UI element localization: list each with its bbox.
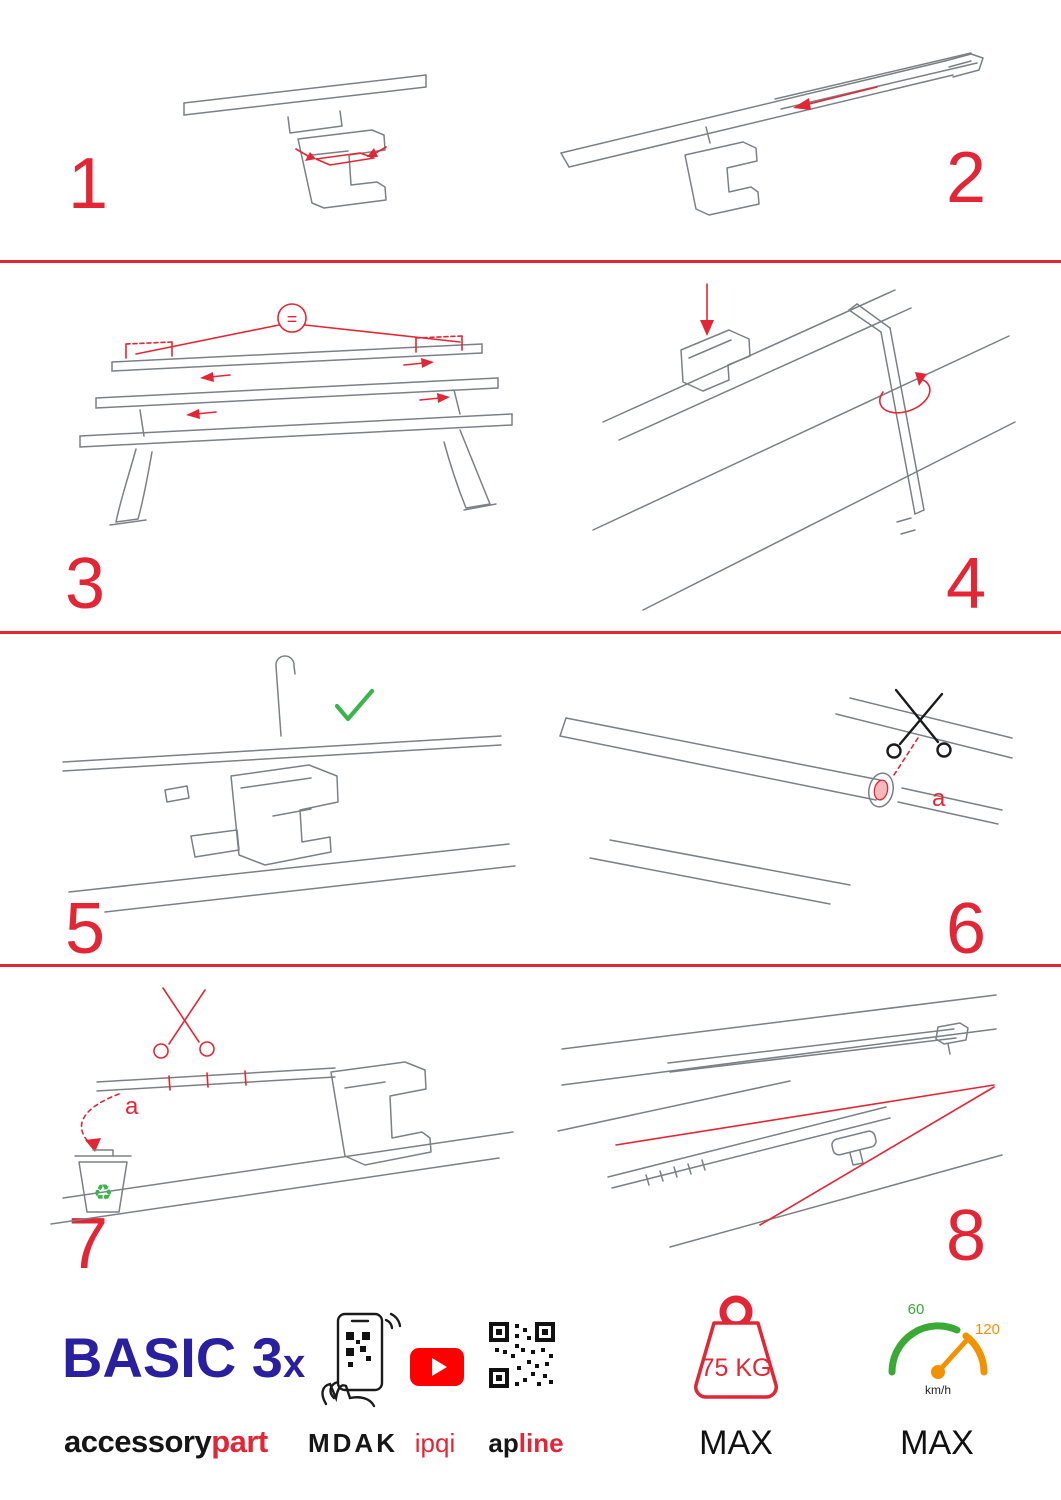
equal-badge xyxy=(277,303,307,333)
brand-subtitle: accessorypart xyxy=(64,1424,268,1460)
apline-red: line xyxy=(518,1428,564,1458)
recycle-icon: ♻ xyxy=(93,1180,113,1205)
t-bolt xyxy=(831,1130,877,1166)
step-number-3: 3 xyxy=(65,544,106,624)
step3-illustration: = xyxy=(79,303,513,526)
trash-icon xyxy=(74,1149,132,1213)
speedometer-panel: 60 120 km/h xyxy=(876,1292,1000,1410)
step-number-8: 8 xyxy=(946,1196,987,1276)
section-divider xyxy=(0,260,1061,263)
step7-panel: a ♻ xyxy=(35,980,535,1250)
youtube-icon xyxy=(410,1348,464,1386)
brand-title-suffix: x xyxy=(282,1342,306,1386)
qr-panel xyxy=(487,1320,557,1390)
step-number-1: 1 xyxy=(68,144,109,224)
step1-panel xyxy=(170,55,440,235)
step5-illustration xyxy=(62,655,516,913)
qr-code-icon xyxy=(489,1322,555,1388)
step8-panel xyxy=(550,985,1010,1255)
step5-panel xyxy=(45,640,525,920)
scissors-icon xyxy=(886,688,952,759)
check-icon xyxy=(334,688,375,722)
step8-illustration xyxy=(557,994,1003,1248)
cut-label: a xyxy=(125,1093,139,1120)
speed-unit: km/h xyxy=(925,1383,951,1397)
cut-label: a xyxy=(932,785,946,812)
step3-panel: = xyxy=(40,282,550,552)
weight-max-label: MAX xyxy=(699,1424,773,1462)
cut-area-highlight xyxy=(873,779,889,801)
apline-black: ap xyxy=(488,1428,519,1458)
scissors-icon xyxy=(153,987,215,1059)
step-number-4: 4 xyxy=(946,544,987,624)
speed-low-tick: 60 xyxy=(908,1301,925,1318)
mdak-label: MDAK xyxy=(308,1428,398,1458)
section-divider xyxy=(0,964,1061,967)
step6-illustration: a xyxy=(559,688,1013,905)
phone-qr-panel xyxy=(312,1310,402,1410)
step-number-2: 2 xyxy=(946,138,987,218)
speedometer-icon: 60 120 km/h xyxy=(888,1301,1000,1397)
brand-title-text: BASIC 3 xyxy=(62,1326,283,1389)
brand-logo: BASIC 3x xyxy=(62,1330,305,1386)
step6-panel: a xyxy=(550,680,1020,925)
step2-panel xyxy=(525,25,1005,230)
equal-spacing-label: = xyxy=(287,309,298,329)
max-weight-value: 75 KG xyxy=(701,1354,772,1382)
step7-illustration: a ♻ xyxy=(50,987,514,1225)
speed-high-tick: 120 xyxy=(975,1321,1000,1338)
step4-panel xyxy=(585,272,1016,617)
pad-highlight xyxy=(315,152,375,166)
ipqi-label: ipqi xyxy=(414,1428,456,1458)
phone-qr-icon xyxy=(321,1312,402,1408)
speed-max-label: MAX xyxy=(900,1424,974,1462)
brand-subtitle-black: accessory xyxy=(64,1424,212,1459)
step2-illustration xyxy=(560,52,984,216)
step1-illustration xyxy=(183,74,427,209)
weight-panel: 75 KG xyxy=(670,1292,802,1410)
section-divider xyxy=(0,631,1061,634)
brand-subtitle-red: part xyxy=(211,1424,268,1459)
weight-icon: 75 KG xyxy=(694,1295,778,1399)
step4-illustration xyxy=(592,283,1016,611)
play-icon xyxy=(431,1358,447,1376)
apline-label: apline xyxy=(478,1428,574,1459)
step-number-6: 6 xyxy=(946,889,987,969)
step-number-5: 5 xyxy=(65,889,106,969)
